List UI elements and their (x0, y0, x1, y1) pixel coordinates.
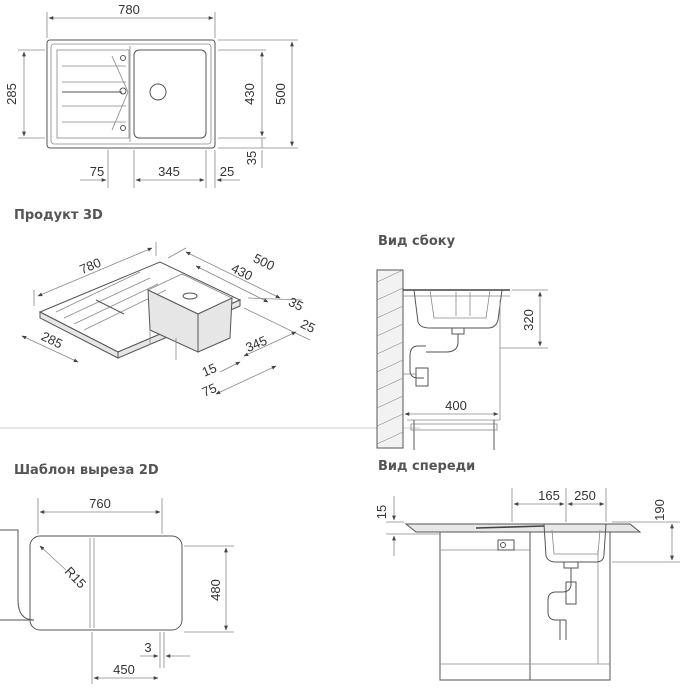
top-view: 780 285 430 500 35 75 345 25 (4, 2, 298, 188)
dim-front-bowl: 250 (574, 488, 596, 503)
cabinet-right (529, 531, 611, 681)
dim-side-depth: 400 (445, 398, 467, 413)
front-drain (547, 568, 572, 621)
dim-cutout-width: 760 (89, 496, 111, 511)
dim-3d-rim: 35 (286, 294, 306, 314)
view-3d: 780 500 430 35 25 285 345 15 75 (21, 242, 318, 400)
dim-cutout-height: 480 (208, 579, 223, 601)
dim-3d-gap: 15 (200, 360, 219, 379)
dim-bottom-left: 75 (90, 164, 104, 179)
dim-front-rim: 15 (374, 505, 389, 519)
dim-3d-right-rim: 25 (298, 316, 318, 336)
dim-3d-left: 75 (200, 380, 219, 399)
dim-3d-drainer: 285 (39, 328, 65, 351)
dim-3d-width: 780 (77, 255, 103, 277)
cutout-template: R15 760 480 3 450 (0, 496, 234, 684)
dim-cutout-offset: 3 (144, 640, 151, 655)
dim-front-height: 190 (652, 499, 667, 521)
dim-top-width: 780 (118, 2, 140, 17)
dim-bottom-bowl: 345 (158, 164, 180, 179)
caption-front-view: Вид спереди (378, 459, 475, 474)
drainer-area (56, 49, 130, 139)
caption-side-view: Вид сбоку (378, 234, 456, 249)
dim-drainer-height: 285 (4, 83, 19, 105)
cabinet-left (439, 531, 531, 681)
drain-pipe (426, 334, 459, 353)
countertop (404, 523, 642, 533)
side-wall (376, 269, 404, 449)
bowl (133, 49, 207, 139)
dim-rim: 35 (244, 151, 259, 165)
dim-cutout-radius: R15 (62, 564, 89, 592)
dim-cutout-bowl-width: 450 (113, 662, 135, 677)
dim-3d-bowl-width: 345 (243, 333, 269, 355)
dim-bottom-right: 25 (220, 164, 234, 179)
front-view: 15 165 250 190 (374, 488, 680, 681)
dim-front-left: 165 (538, 488, 560, 503)
caption-product-3d: Продукт 3D (14, 208, 103, 223)
sink-outline (46, 39, 216, 149)
dim-total-height: 500 (273, 83, 288, 105)
side-view: 320 400 (376, 269, 548, 450)
drain-hole (149, 83, 167, 101)
dim-side-height: 320 (521, 309, 536, 331)
dim-bowl-height: 430 (242, 83, 257, 105)
caption-cutout-2d: Шаблон выреза 2D (14, 463, 159, 478)
cutout-outline (29, 535, 183, 631)
